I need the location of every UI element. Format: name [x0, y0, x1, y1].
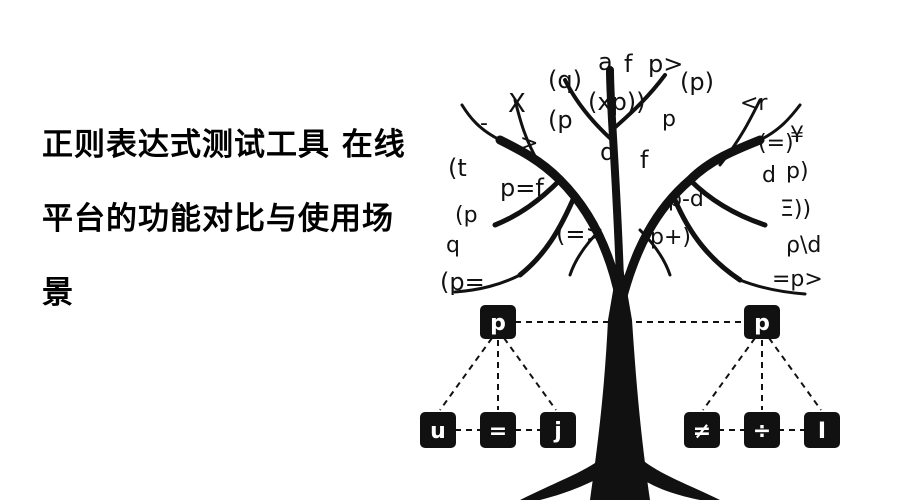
- left-root-node: p: [480, 305, 516, 339]
- left-leaf-node-2: =: [480, 412, 516, 448]
- right-leaf-node-1: ≠: [684, 412, 720, 448]
- canopy-glyph: ¥: [790, 123, 804, 148]
- canopy-glyph: ρ\d: [786, 233, 821, 258]
- canopy-glyph: <r: [740, 91, 768, 116]
- canopy-glyph: =p>: [772, 267, 823, 292]
- right-root-node: p: [744, 305, 780, 339]
- canopy-glyph: (=>: [556, 220, 606, 248]
- tree-trunk: [520, 250, 720, 500]
- right-leaf-label-2: ÷: [753, 419, 771, 444]
- canopy-glyph: (p: [548, 106, 573, 134]
- canopy-glyph: >: [520, 131, 538, 156]
- right-leaf-label-3: I: [818, 419, 826, 444]
- canopy-glyph: (q): [548, 66, 582, 94]
- canopy-glyph: p: [662, 107, 676, 132]
- canopy-glyph: p): [786, 159, 809, 184]
- left-leaf-node-3: j: [540, 412, 576, 448]
- right-leaf-node-3: I: [804, 412, 840, 448]
- title-line-1: 正则表达式测试工具 在线: [42, 127, 406, 163]
- title-line-3: 景: [42, 275, 74, 311]
- canopy-glyph: (p: [455, 203, 478, 228]
- canopy-glyph: (=): [758, 131, 794, 156]
- page-title: 正则表达式测试工具 在线 平台的功能对比与使用场 景: [42, 108, 512, 330]
- left-leaf-label-1: u: [430, 419, 446, 444]
- canopy-glyph: q: [446, 233, 460, 258]
- canopy-glyph: a: [598, 48, 613, 76]
- node-connectors: [439, 321, 822, 431]
- canopy-glyph: Ξ)): [780, 197, 811, 222]
- left-root-label: p: [490, 311, 506, 336]
- canopy-glyph: p=f: [500, 174, 544, 202]
- canopy-glyph: (xp)): [588, 88, 646, 116]
- canopy-glyph: f: [640, 146, 649, 174]
- canopy-glyph: d: [762, 163, 776, 188]
- canopy-glyph: p+): [650, 225, 691, 250]
- canopy-glyph: p>: [648, 50, 683, 78]
- canopy-glyph: p-d: [668, 187, 704, 212]
- canopy-glyph: -: [480, 111, 488, 136]
- right-leaf-node-2: ÷: [744, 412, 780, 448]
- tree-branches: [453, 66, 807, 305]
- canopy-glyph: (p=: [440, 268, 485, 296]
- left-leaf-label-3: j: [553, 419, 562, 444]
- canopy-glyph: (p): [680, 68, 714, 96]
- left-leaf-label-2: =: [489, 419, 507, 444]
- left-leaf-node-1: u: [420, 412, 456, 448]
- canopy-glyph: (t: [448, 154, 467, 182]
- canopy-glyph: d: [600, 138, 615, 166]
- canopy-glyph: f: [624, 50, 633, 78]
- title-line-2: 平台的功能对比与使用场: [42, 201, 394, 237]
- right-root-label: p: [754, 311, 770, 336]
- canopy-glyph: X: [508, 89, 526, 119]
- right-leaf-label-1: ≠: [693, 419, 711, 444]
